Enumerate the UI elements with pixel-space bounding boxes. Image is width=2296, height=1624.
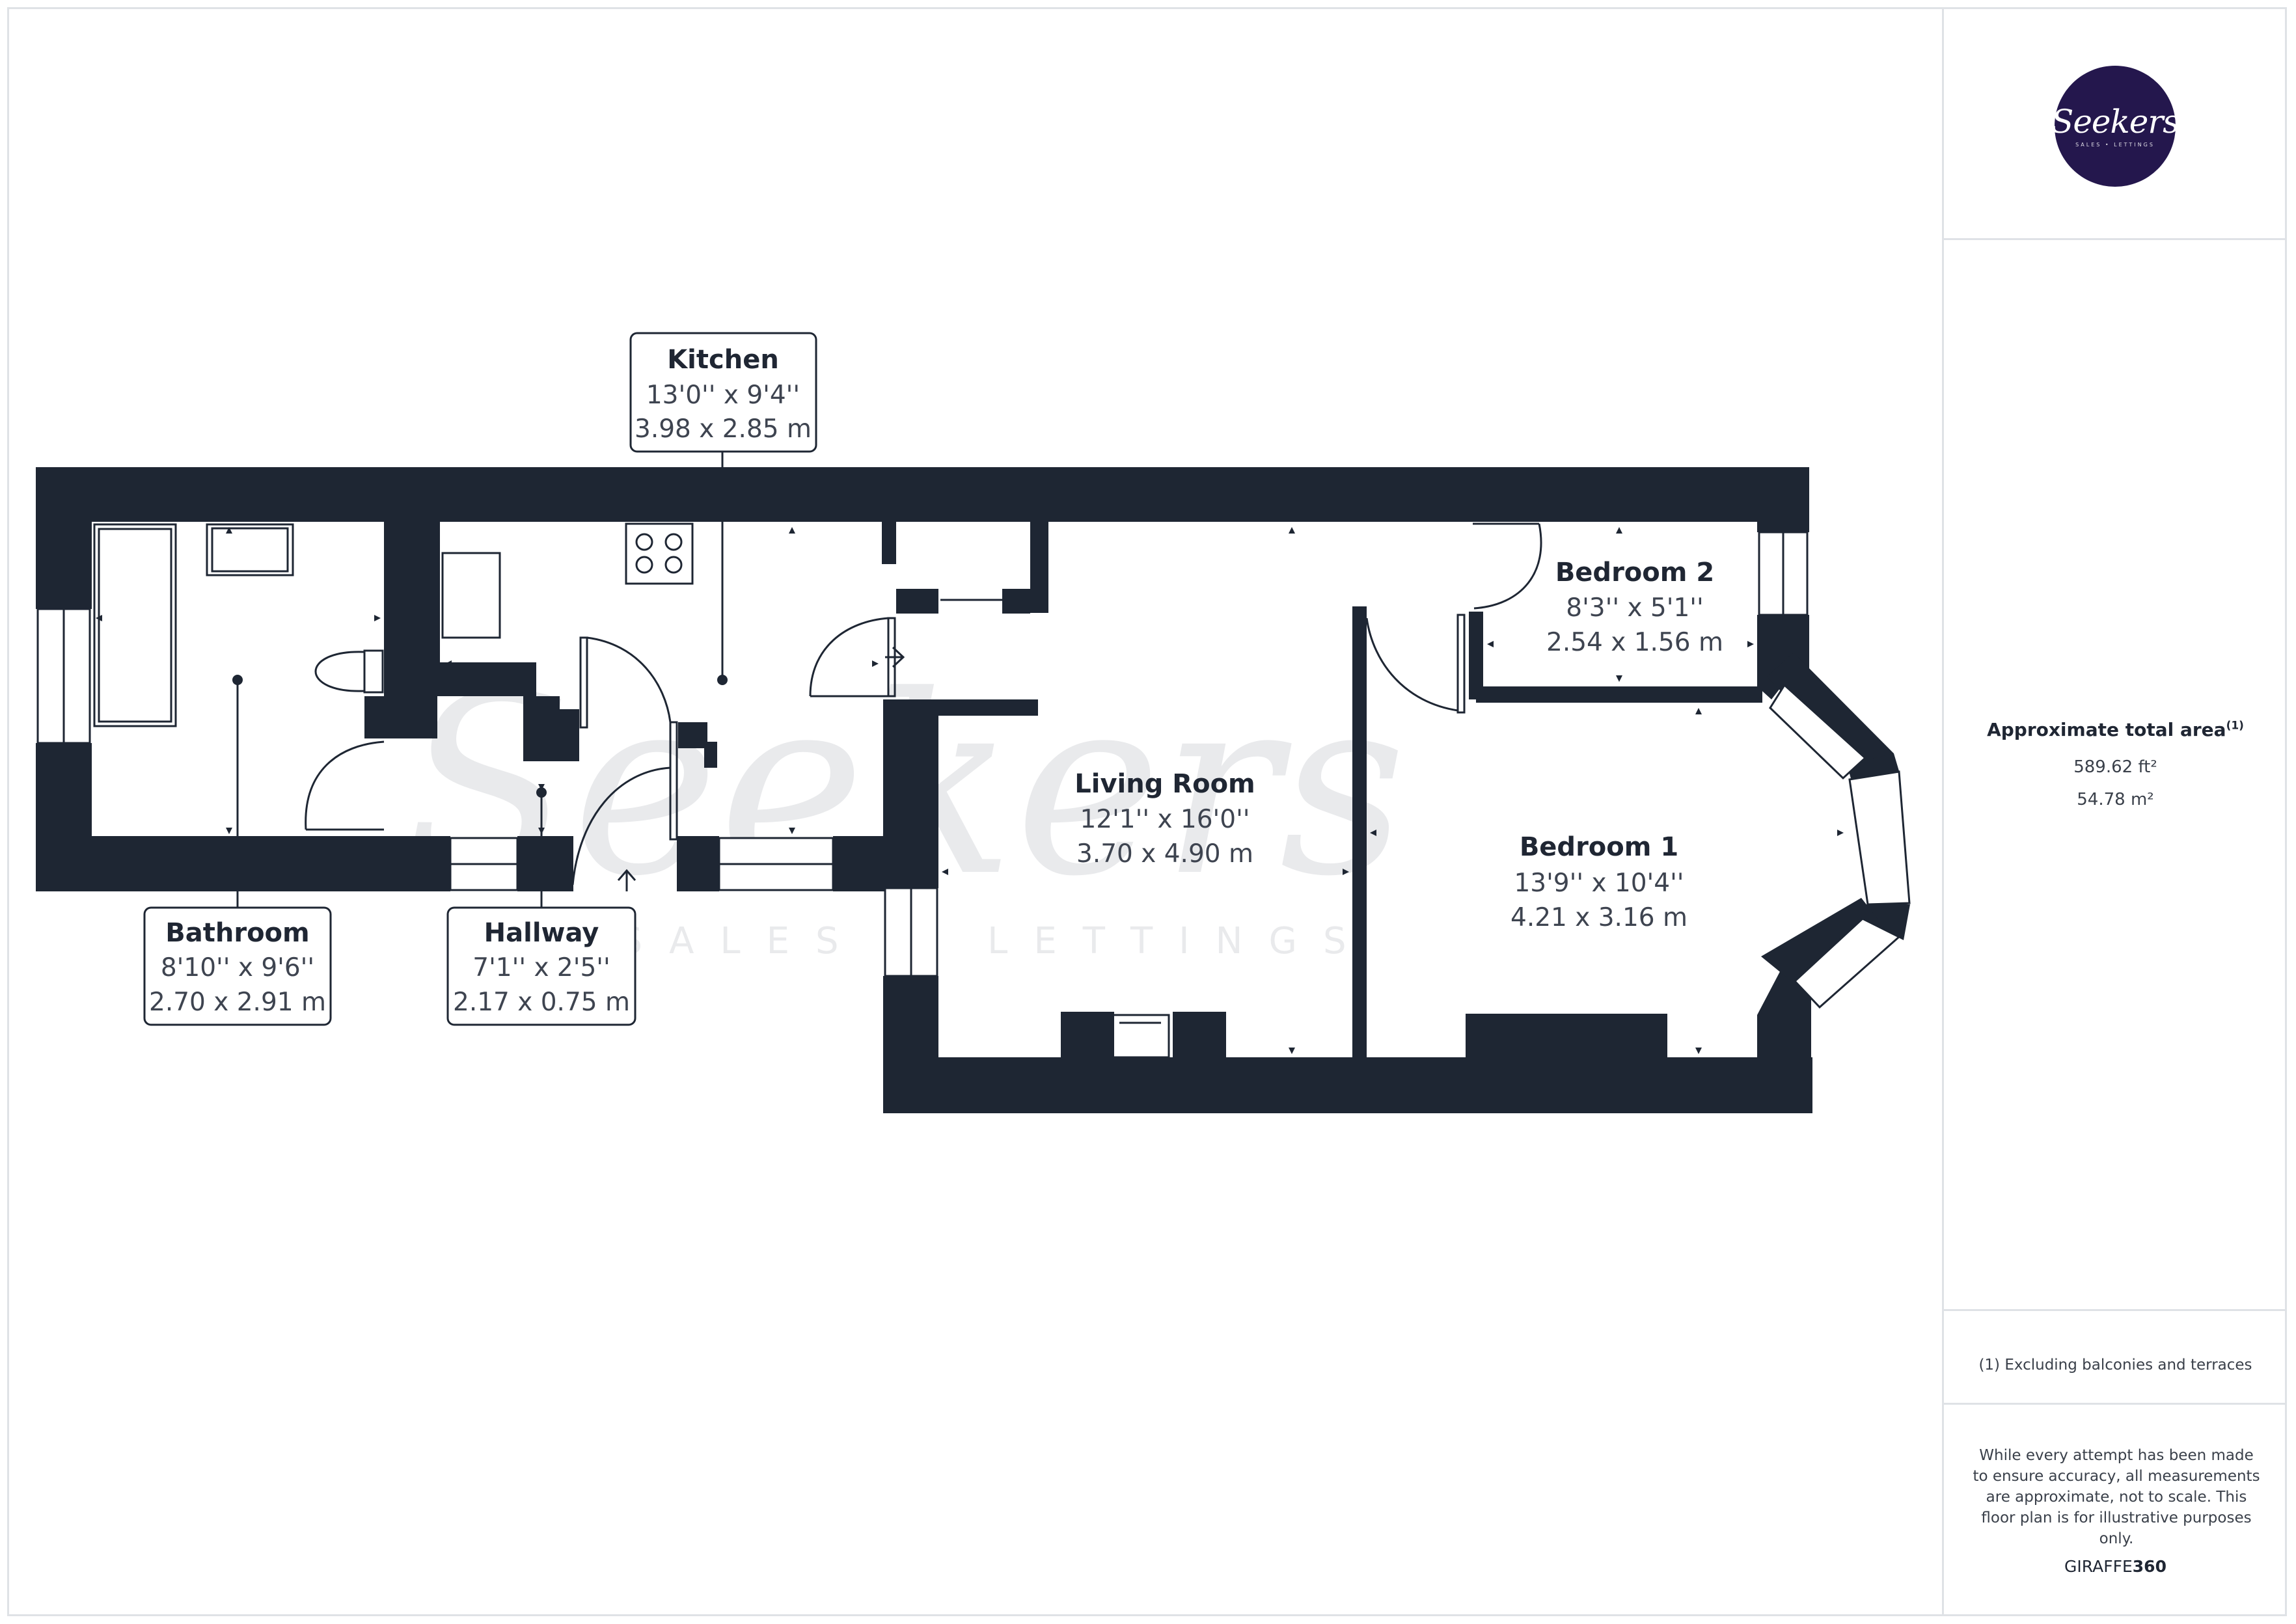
room-leaders [236,452,724,908]
room-metric: 2.54 x 1.56 m [1546,628,1723,657]
room-label-bedroom-1: Bedroom 1 13'9'' x 10'4'' 4.21 x 3.16 m [1510,832,1688,932]
room-metric: 2.17 x 0.75 m [453,988,630,1017]
room-name: Bedroom 2 [1555,558,1714,588]
divider [1944,1403,2287,1405]
room-name: Living Room [1074,769,1255,799]
room-metric: 4.21 x 3.16 m [1510,903,1688,932]
logo-text: Seekers [2051,102,2180,141]
disclaimer: While every attempt has been made to ens… [1973,1447,2260,1547]
windows [36,531,1911,1009]
area-metric: 54.78 m² [2077,790,2154,809]
credit-prefix: GIRAFFE [2064,1557,2133,1576]
room-label-bathroom: Bathroom 8'10'' x 9'6'' 2.70 x 2.91 m [143,906,332,1026]
info-panel: Seekers SALES • LETTINGS Approximate tot… [1942,7,2287,1616]
room-name: Bedroom 1 [1520,832,1678,862]
area-title-text: Approximate total area [1987,719,2226,740]
divider [1944,1309,2287,1311]
logo-tagline: SALES • LETTINGS [2075,141,2155,148]
room-label-hallway: Hallway 7'1'' x 2'5'' 2.17 x 0.75 m [446,906,636,1026]
seekers-logo: Seekers SALES • LETTINGS [2051,66,2180,187]
area-footnote: (1) Excluding balconies and terraces [1978,1357,2252,1374]
credit-suffix: 360 [2132,1557,2166,1576]
room-imperial: 12'1'' x 16'0'' [1080,805,1250,834]
room-label-kitchen: Kitchen 13'0'' x 9'4'' 3.98 x 2.85 m [629,332,817,453]
room-label-bedroom-2: Bedroom 2 8'3'' x 5'1'' 2.54 x 1.56 m [1546,558,1723,657]
room-label-living-room: Living Room 12'1'' x 16'0'' 3.70 x 4.90 … [1074,769,1255,869]
area-imperial: 589.62 ft² [2073,757,2157,777]
room-imperial: 7'1'' x 2'5'' [472,953,610,982]
area-title: Approximate total area(1) [1944,719,2287,740]
walls [36,467,1910,1113]
area-note-marker: (1) [2226,719,2244,733]
room-metric: 3.70 x 4.90 m [1076,839,1253,869]
room-imperial: 13'9'' x 10'4'' [1514,869,1684,898]
room-metric: 2.70 x 2.91 m [149,988,326,1017]
dimension-markers [96,527,1844,1054]
watermark-tagline: SALES • LETTINGS [619,920,1372,962]
room-imperial: 8'3'' x 5'1'' [1566,593,1703,623]
giraffe360-credit: GIRAFFE360 [1944,1557,2287,1576]
room-name: Bathroom [165,918,309,948]
divider [1944,238,2287,240]
fixtures [93,522,1170,1059]
floor-plan: Seekers SALES • LETTINGS [36,332,1911,1113]
room-metric: 3.98 x 2.85 m [635,414,812,444]
room-name: Kitchen [667,345,779,375]
room-imperial: 8'10'' x 9'6'' [161,953,314,982]
doors [305,522,1542,891]
room-dots [232,675,728,798]
drawing-sheet [7,7,2287,1616]
room-imperial: 13'0'' x 9'4'' [646,381,800,410]
room-name: Hallway [484,918,599,948]
